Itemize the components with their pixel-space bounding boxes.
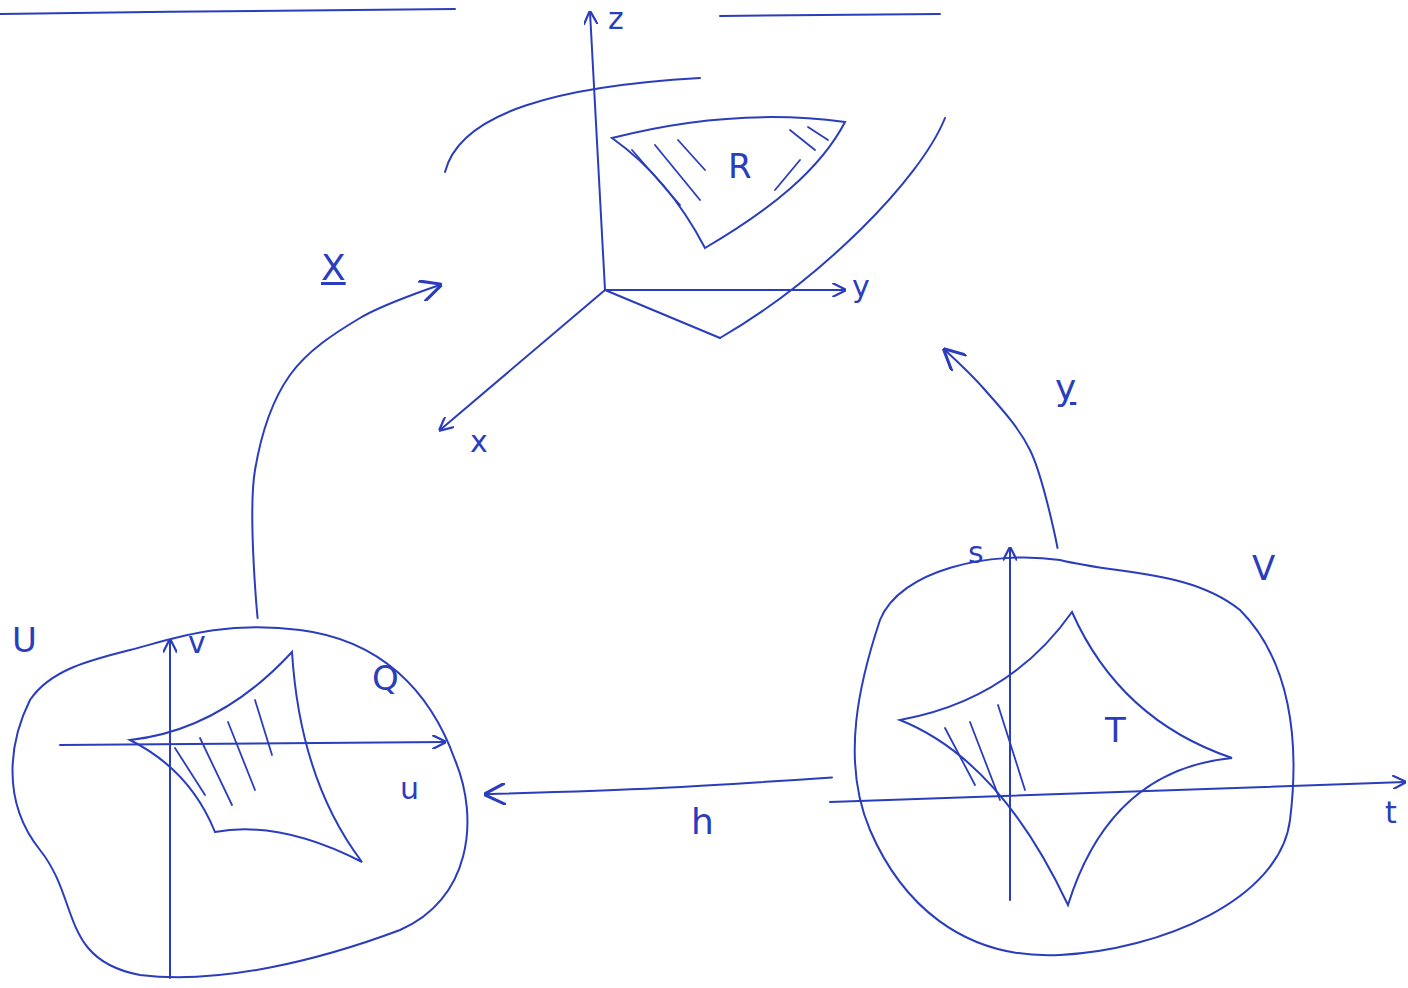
region-label: U [12,622,37,659]
region-label: Q [372,660,399,697]
region-border [612,117,845,248]
region-outline [112,640,407,875]
surface-edge [720,118,945,338]
axis-label: u [400,772,419,805]
region-label: T [1105,712,1126,749]
mapping-arrow [486,777,832,794]
surface-region: R [440,60,960,350]
v-axis [169,640,171,978]
map-name: y [1052,368,1079,408]
region-border [13,627,468,977]
parameter-region: T [888,600,1240,915]
axis-label: t [1385,796,1397,829]
axis-label: v [188,626,206,659]
surface-edge [445,78,700,172]
region-border [900,612,1232,905]
region-outline [440,60,960,350]
heading-underline [0,9,455,14]
axis-label: x [470,425,488,458]
region-label: R [728,148,752,185]
mapping-arrow [252,285,440,618]
mapping-arrow [945,350,1058,548]
region-hatching [632,127,828,205]
region-hatching [175,700,272,805]
region-border [855,558,1294,956]
parameter-region: Q [112,640,407,875]
map-name: h [688,802,717,842]
axis-label: y [852,270,870,303]
s-axis [1009,548,1011,900]
map-name: X [318,248,349,288]
u-axis [60,742,445,745]
t-axis [830,782,1405,802]
y-axis [605,289,845,291]
region-border [130,652,362,862]
z-axis [590,12,605,290]
region-label: V [1252,550,1275,587]
surface-edge [605,290,720,338]
axis-label: z [608,2,624,35]
x-axis [440,290,605,430]
axis-label: s [968,536,984,569]
domain-blob: VT [832,548,1298,966]
region-hatching [945,705,1025,800]
top-stroke [720,14,940,16]
region-outline [888,600,1240,915]
